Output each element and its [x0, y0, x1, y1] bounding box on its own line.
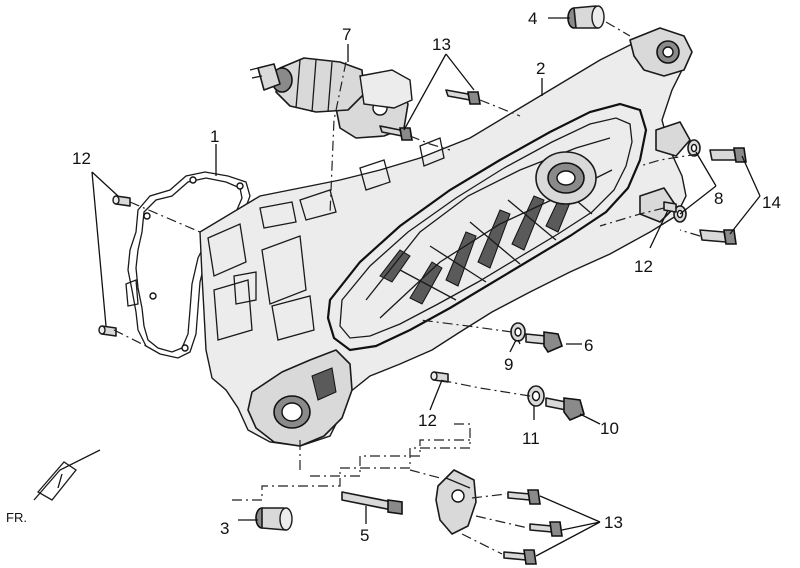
lower-bolt-13-c — [503, 549, 537, 565]
callout-4: 4 — [528, 9, 537, 28]
dowel-pin-12-upper-left — [112, 195, 131, 207]
callout-14: 14 — [762, 193, 781, 212]
bearing-boss — [535, 151, 597, 205]
callout-6: 6 — [584, 336, 593, 355]
cover-bolt-14-lower — [699, 229, 737, 245]
lower-bolt-13-a — [507, 489, 541, 505]
assembly-center-lines — [113, 21, 701, 555]
engine-mount-bushing — [255, 507, 293, 531]
callout-3: 3 — [220, 519, 229, 538]
bolt-10 — [545, 397, 585, 421]
lower-bracket — [435, 469, 477, 535]
callout-leader-lines — [91, 17, 761, 557]
dowel-pin-12-right — [663, 201, 677, 213]
pivot-shaft — [341, 491, 403, 515]
starter-motor — [249, 57, 413, 113]
washer-11 — [527, 385, 545, 407]
washer-9 — [510, 322, 526, 342]
left-crankcase — [199, 27, 693, 447]
crankcase-gasket — [125, 171, 251, 359]
lower-bolt-13-b — [529, 521, 563, 537]
mount-bushing — [567, 5, 605, 29]
starter-bolt-lower — [379, 125, 413, 141]
callout-10: 10 — [600, 419, 619, 438]
callout-7: 7 — [342, 25, 351, 44]
callout-8: 8 — [714, 189, 723, 208]
front-engine-mount — [247, 349, 353, 447]
callout-2: 2 — [536, 59, 545, 78]
callout-12-right: 12 — [634, 257, 653, 276]
washer-8-upper — [687, 139, 701, 157]
callout-11: 11 — [522, 429, 540, 448]
dowel-pin-12-center — [430, 371, 449, 383]
bolt-6 — [525, 331, 563, 353]
callout-12-center: 12 — [418, 411, 437, 430]
callout-12-left: 12 — [72, 149, 91, 168]
dowel-pin-12-lower-left — [98, 325, 117, 337]
starter-bolt-upper — [445, 89, 481, 105]
cover-bolt-14-upper — [709, 147, 747, 163]
front-direction-indicator: FR. — [6, 449, 101, 525]
callout-5: 5 — [360, 526, 369, 545]
front-direction-label: FR. — [6, 510, 27, 525]
callout-9: 9 — [504, 355, 513, 374]
callout-13-top: 13 — [432, 35, 451, 54]
callout-labels: 1 2 3 4 5 6 7 8 9 10 11 12 12 12 13 13 1… — [72, 9, 781, 545]
rear-mount-ear — [629, 27, 693, 77]
callout-13-bottom: 13 — [604, 513, 623, 532]
callout-1: 1 — [210, 127, 219, 146]
